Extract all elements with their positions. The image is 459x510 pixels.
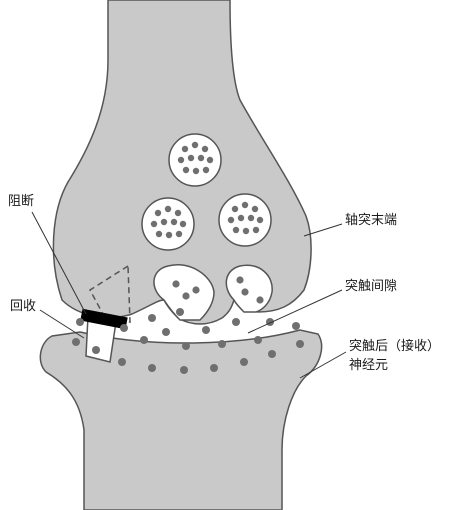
vesicle — [168, 133, 222, 187]
vesicle-fusion-pocket — [225, 264, 273, 313]
vesicle — [218, 193, 272, 247]
vesicle-fusion-pocket — [153, 264, 215, 321]
label-reuptake: 回收 — [10, 299, 37, 314]
label-postsynaptic-line2: 神经元 — [349, 358, 389, 373]
blocker-bar — [80, 308, 128, 330]
leader-lines — [31, 211, 347, 379]
label-synaptic-cleft: 突触间隙 — [345, 279, 398, 294]
label-axon-terminal: 轴突末端 — [345, 213, 398, 228]
vesicle — [141, 197, 195, 251]
label-postsynaptic-line1: 突触后（接收） — [349, 339, 441, 354]
label-block: 阻断 — [8, 194, 35, 209]
postsynaptic-neuron — [39, 329, 323, 510]
neurotransmitter-dots — [72, 276, 304, 374]
